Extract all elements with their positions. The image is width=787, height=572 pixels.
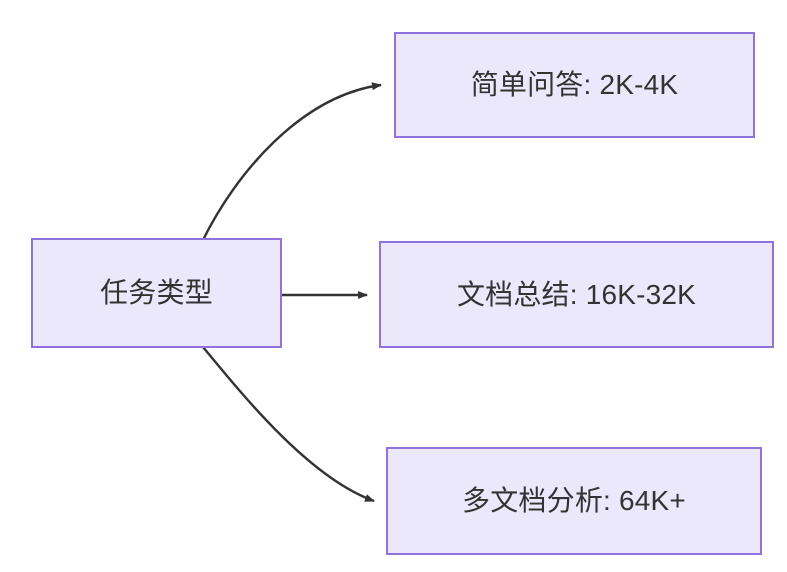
node-task-type-label: 任务类型 [100,277,213,309]
node-multi-doc-label: 多文档分析: 64K+ [462,485,686,517]
edge-source-multi-doc [202,346,375,503]
node-task-type[interactable]: 任务类型 [31,238,282,348]
node-simple-qa[interactable]: 简单问答: 2K-4K [394,32,755,138]
edge-source-simple-qa [201,82,382,241]
node-doc-summary-label: 文档总结: 16K-32K [456,278,697,310]
node-doc-summary[interactable]: 文档总结: 16K-32K [379,241,774,348]
node-simple-qa-label: 简单问答: 2K-4K [470,69,679,101]
node-multi-doc[interactable]: 多文档分析: 64K+ [386,447,762,555]
